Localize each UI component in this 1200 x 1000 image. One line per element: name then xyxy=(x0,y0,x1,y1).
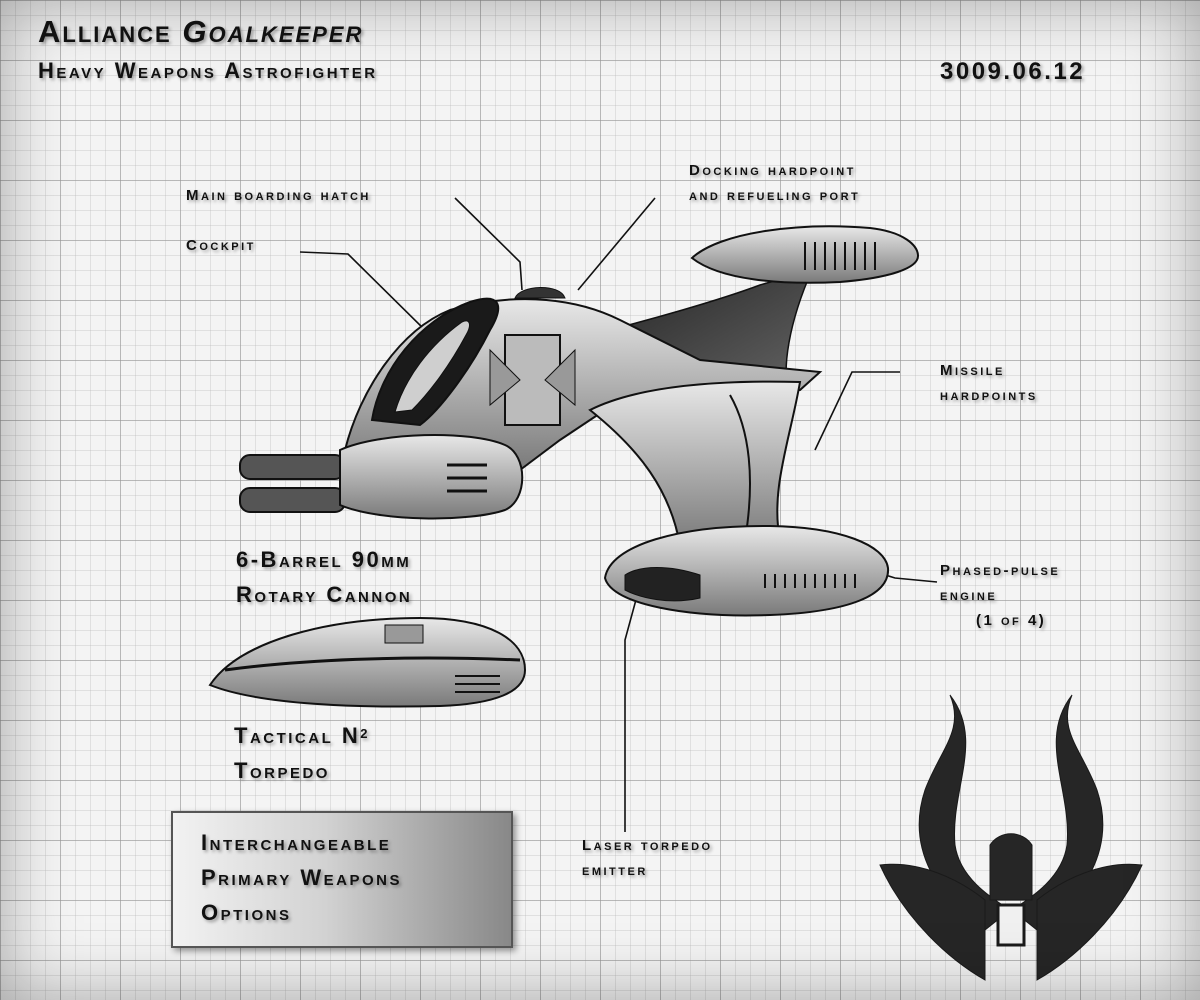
tactical-torpedo xyxy=(208,616,527,708)
alliance-emblem-icon xyxy=(879,694,1143,981)
engine-pod xyxy=(603,524,890,617)
callout-laser-line1: Laser torpedo xyxy=(582,837,713,854)
title-part1: Alliance xyxy=(38,14,172,49)
callout-cockpit: Cockpit xyxy=(186,237,256,254)
torpedo-superscript: 2 xyxy=(360,726,370,741)
label-rotary-cannon: 6-Barrel 90mm Rotary Cannon xyxy=(236,542,412,612)
callout-missile-line1: Missile xyxy=(940,362,1005,379)
cannon-line2: Rotary Cannon xyxy=(236,582,413,607)
page-title: Alliance Goalkeeper xyxy=(38,14,363,50)
callout-laser-line2: emitter xyxy=(582,862,648,879)
callout-docking-line2: and refueling port xyxy=(689,187,861,204)
torpedo-line2: Torpedo xyxy=(234,758,330,783)
options-line2: Primary Weapons xyxy=(201,865,403,890)
options-line1: Interchangeable xyxy=(201,830,392,855)
options-line3: Options xyxy=(201,900,292,925)
callout-engine-line3: (1 of 4) xyxy=(976,612,1047,629)
label-tactical-torpedo: Tactical N2 Torpedo xyxy=(234,718,370,788)
callout-engine-line2: engine xyxy=(940,587,998,604)
torpedo-line1: Tactical N xyxy=(234,723,361,748)
callout-laser: Laser torpedo emitter xyxy=(582,833,713,883)
callout-engine-line1: Phased-pulse xyxy=(940,562,1061,579)
callout-docking: Docking hardpoint and refueling port xyxy=(689,158,860,208)
fuselage xyxy=(343,287,823,472)
engine-pylon xyxy=(588,380,802,547)
callout-engine: Phased-pulse engine (1 of 4) xyxy=(940,558,1060,633)
options-box: Interchangeable Primary Weapons Options xyxy=(171,811,513,948)
page-subtitle: Heavy Weapons Astrofighter xyxy=(38,58,378,83)
callout-missile: Missile hardpoints xyxy=(940,358,1038,408)
title-part2: Goalkeeper xyxy=(182,14,364,49)
callout-docking-line1: Docking hardpoint xyxy=(689,162,856,179)
date-stamp: 3009.06.12 xyxy=(940,58,1086,85)
cannon-line1: 6-Barrel 90mm xyxy=(236,547,412,572)
leader-lines xyxy=(299,197,938,832)
callout-main-hatch: Main boarding hatch xyxy=(186,187,371,204)
rotary-cannon xyxy=(239,434,524,520)
callout-missile-line2: hardpoints xyxy=(940,387,1038,404)
